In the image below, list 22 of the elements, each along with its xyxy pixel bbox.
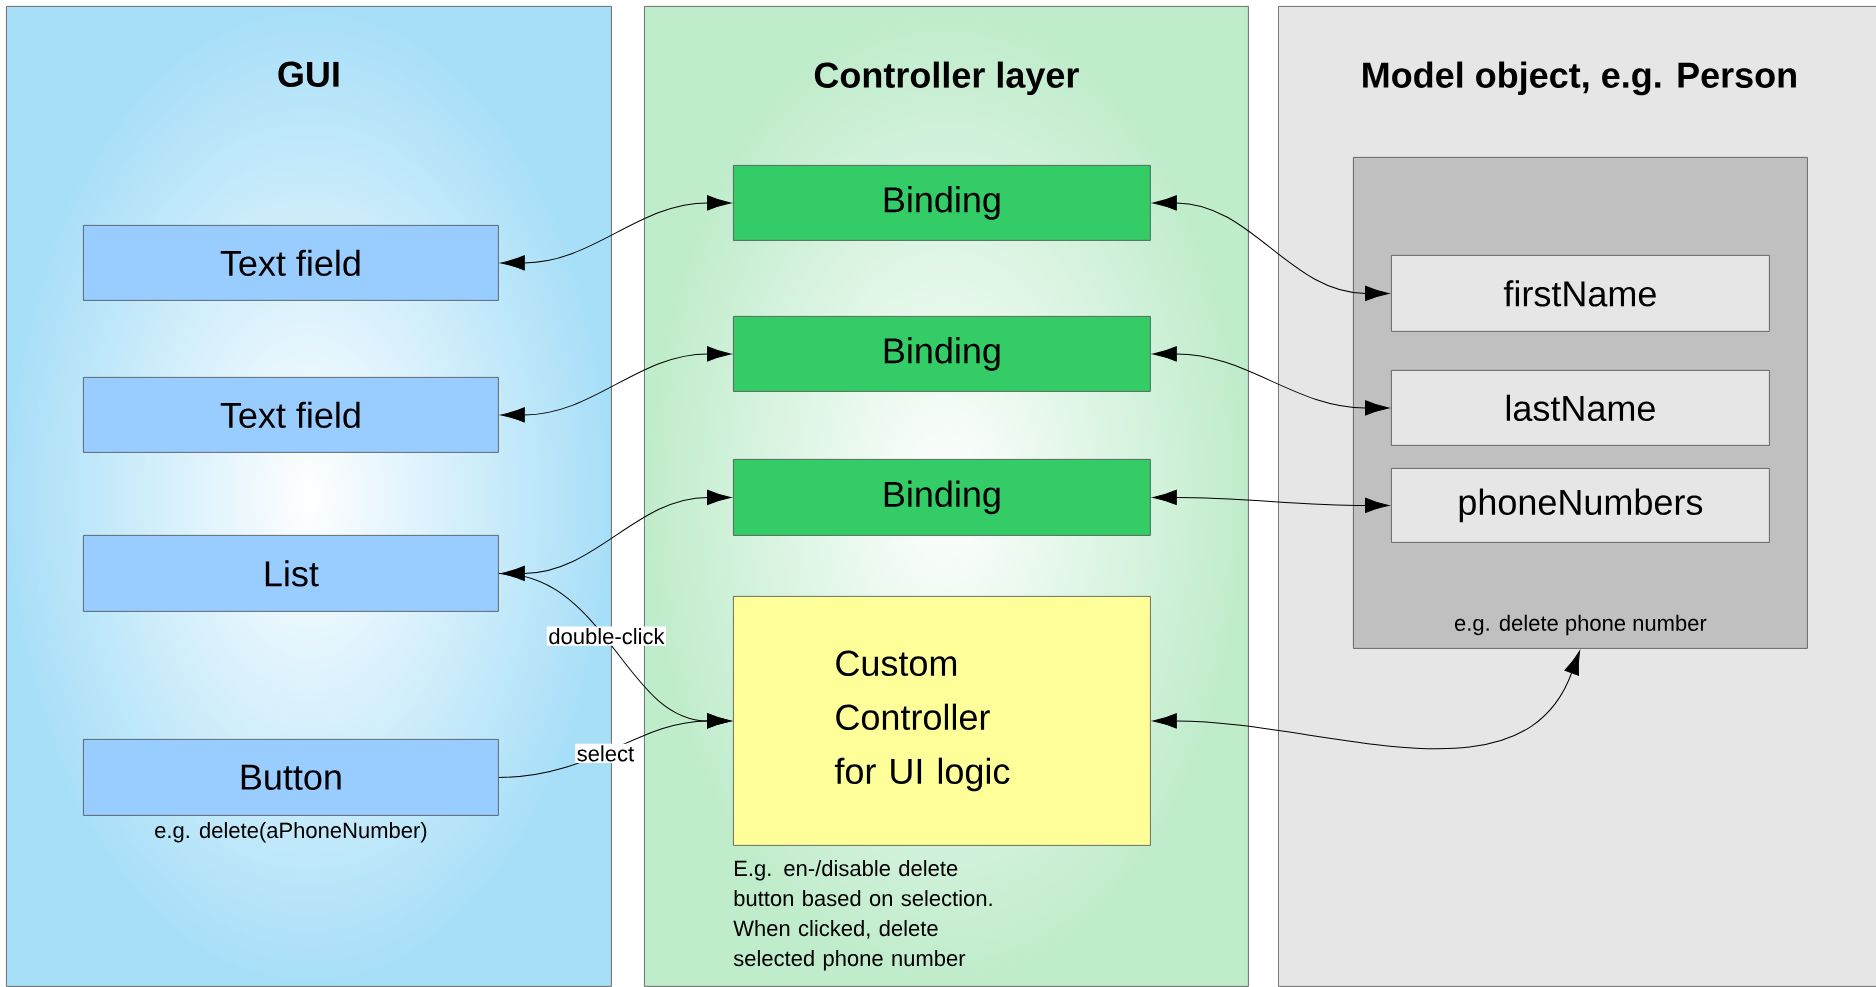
- binding-box: Binding: [733, 165, 1151, 241]
- widget-box: Text field: [83, 225, 499, 301]
- edge-label: select: [575, 743, 636, 763]
- binding-box: Binding: [733, 316, 1151, 392]
- connector-arrow: [500, 195, 732, 271]
- connector-arrow: [500, 346, 732, 423]
- widget-box: List: [83, 535, 499, 612]
- property-box: firstName: [1391, 255, 1770, 332]
- connector-arrow: [1152, 195, 1390, 302]
- widget-box: Button: [83, 739, 499, 816]
- connector-arrow: [500, 489, 732, 582]
- connector-arrow: [498, 713, 732, 778]
- controller-box: Custom Controller for UI logic: [733, 596, 1151, 846]
- connector-arrow: [1152, 489, 1390, 514]
- note-text: e.g. delete(aPhoneNumber): [155, 822, 427, 843]
- binding-box: Binding: [733, 459, 1151, 536]
- note-text: E.g. en-/disable delete button based on selection. When clicked, delete selected phone number: [733, 860, 992, 971]
- connector-arrow: [1152, 346, 1390, 416]
- property-box: lastName: [1391, 370, 1770, 446]
- widget-box: Text field: [83, 377, 499, 453]
- property-box: phoneNumbers: [1391, 468, 1770, 543]
- connector-arrow: [1152, 650, 1581, 750]
